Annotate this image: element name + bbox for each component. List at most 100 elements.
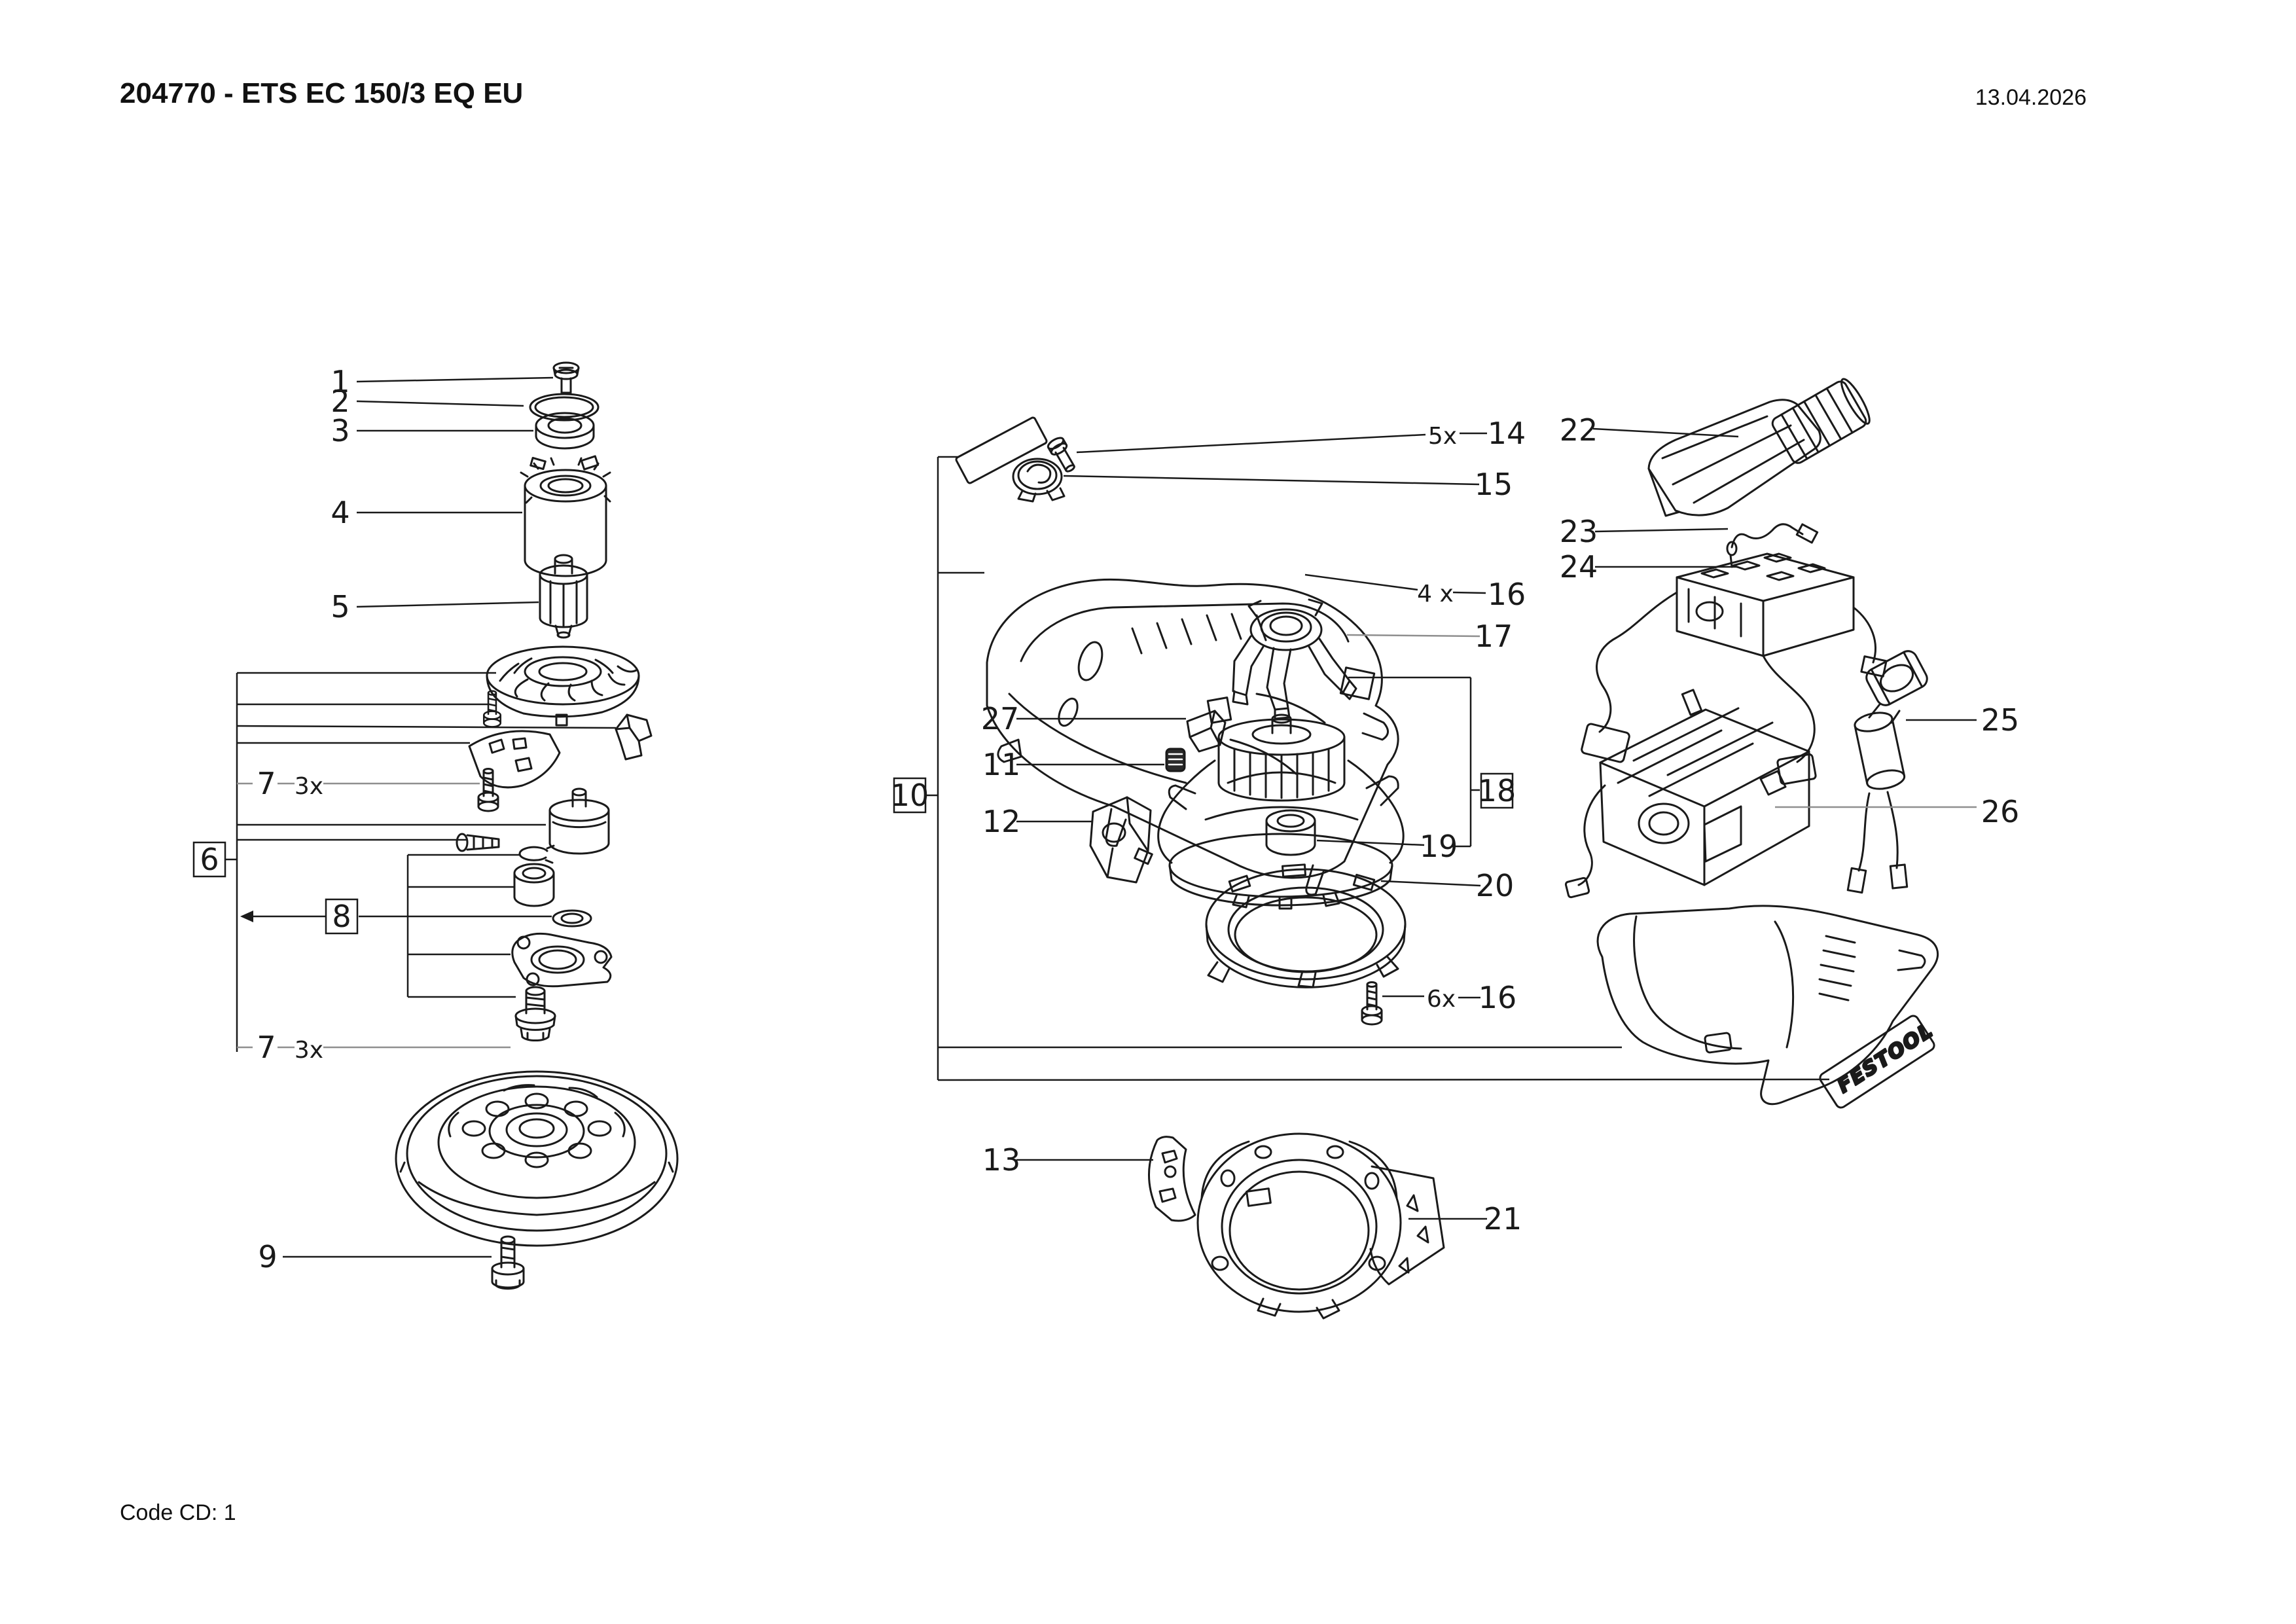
- leader-line: [356, 601, 539, 608]
- callout-16: 16: [1488, 577, 1526, 612]
- sanding-pad-part: [395, 1070, 679, 1247]
- leader-line: [1063, 475, 1480, 486]
- callout-17: 17: [1475, 619, 1513, 654]
- handle-housing-part: [1596, 905, 1939, 1106]
- callout-5x: 5x: [1428, 423, 1457, 450]
- screw-top-part-1: [552, 361, 580, 394]
- leader-line: [1594, 528, 1729, 533]
- screw-part-6a: [482, 690, 502, 728]
- motor-armature-part: [1206, 666, 1376, 802]
- plug-connector-part-25: [1846, 650, 1928, 894]
- callout-4 x: 4 x: [1417, 581, 1454, 607]
- screw-part-14: [1047, 437, 1075, 473]
- brake-segment-part: [468, 730, 561, 789]
- cable-sleeve-part-22: [1647, 378, 1871, 517]
- callout-27: 27: [981, 701, 1020, 736]
- brake-ring-part-20: [1205, 863, 1407, 988]
- callout-25: 25: [1981, 702, 2020, 738]
- callout-22: 22: [1560, 412, 1598, 448]
- motor-spider-part-17: [1232, 598, 1357, 720]
- callout-15: 15: [1475, 467, 1513, 502]
- electronics-module-part-24: [1581, 552, 1888, 785]
- callout-26: 26: [1981, 794, 2020, 829]
- rubber-block-part-11: [1165, 748, 1186, 772]
- callout-2: 2: [331, 384, 350, 419]
- screw-part-7a: [477, 768, 499, 812]
- bearing-part-19: [1265, 809, 1316, 856]
- arrow-head: [240, 911, 253, 922]
- festool-sticker: FESTOOL: [1819, 1015, 1939, 1109]
- pad-screw-part-9: [491, 1235, 525, 1290]
- callout-19: 19: [1420, 829, 1458, 864]
- leader-line: [937, 1078, 1830, 1081]
- callout-7: 7: [257, 1030, 276, 1065]
- leader-line: [356, 400, 524, 407]
- callout-box-8: [325, 898, 359, 935]
- o-ring-part-2: [529, 393, 600, 422]
- brush-holder-part-12: [1089, 796, 1153, 884]
- leader-line: [1592, 427, 1739, 438]
- ball-bearing-part-3: [535, 412, 595, 450]
- eccentric-part: [548, 787, 610, 855]
- callout-20: 20: [1476, 868, 1515, 903]
- callout-18: 18: [1478, 773, 1516, 808]
- callout-13: 13: [982, 1142, 1021, 1178]
- callout-7: 7: [257, 766, 276, 801]
- callout-10: 10: [891, 778, 929, 813]
- callout-4: 4: [331, 495, 350, 530]
- callout-6x: 6x: [1427, 986, 1456, 1013]
- callout-box-6: [192, 841, 226, 878]
- page-title: 204770 - ETS EC 150/3 EQ EU: [120, 77, 524, 109]
- leader-line: [1316, 839, 1425, 846]
- callout-box-18: [1480, 772, 1514, 809]
- stator-part-4: [520, 455, 611, 577]
- callout-3x: 3x: [295, 1037, 323, 1064]
- adapter-ring-part-21: [1196, 1132, 1445, 1320]
- screw-part-16b: [1361, 981, 1383, 1026]
- leader-line: [1346, 634, 1480, 638]
- callout-24: 24: [1560, 549, 1598, 585]
- festool-sticker-text: FESTOOL: [1833, 1019, 1937, 1097]
- circlip-part: [518, 844, 555, 864]
- callout-box-10: [893, 777, 927, 814]
- terminal-clamp-part: [615, 713, 653, 761]
- seal-segment-part-13: [1148, 1136, 1196, 1222]
- washer-part: [552, 909, 592, 928]
- leader-line: [1380, 880, 1481, 887]
- code-footer: Code CD: 1: [120, 1500, 236, 1525]
- callout-3: 3: [331, 413, 350, 448]
- callout-14: 14: [1488, 416, 1526, 451]
- leader-line: [1304, 573, 1418, 591]
- leader-lines-layer: [226, 376, 1977, 1258]
- control-module-part-26: [1564, 689, 1810, 899]
- speed-dial-part-15: [1012, 458, 1066, 503]
- latch-part-27: [1186, 710, 1227, 753]
- callout-16: 16: [1479, 980, 1517, 1015]
- motor-housing-part: [986, 578, 1399, 896]
- callout-21: 21: [1484, 1201, 1522, 1236]
- flange-part: [511, 932, 613, 988]
- fan-part: [486, 645, 640, 727]
- callout-9: 9: [258, 1239, 277, 1274]
- leader-line: [356, 376, 554, 383]
- callout-6: 6: [200, 842, 219, 877]
- leader-line: [1452, 591, 1486, 594]
- blank-plate-part: [955, 416, 1048, 484]
- screw-side-part: [456, 833, 500, 852]
- leader-line: [236, 725, 617, 729]
- date-stamp: 13.04.2026: [1975, 85, 2087, 110]
- sensor-wire-part-23: [1726, 523, 1819, 568]
- callout-23: 23: [1560, 514, 1598, 549]
- bearing-lower-part: [513, 863, 555, 907]
- callout-8: 8: [332, 899, 351, 934]
- rotor-armature-part-5: [539, 554, 588, 639]
- callout-5: 5: [331, 589, 350, 624]
- callout-3x: 3x: [295, 773, 323, 800]
- callout-11: 11: [982, 747, 1021, 782]
- leader-line: [1076, 433, 1426, 454]
- callout-1: 1: [331, 364, 350, 399]
- spindle-part: [514, 986, 556, 1042]
